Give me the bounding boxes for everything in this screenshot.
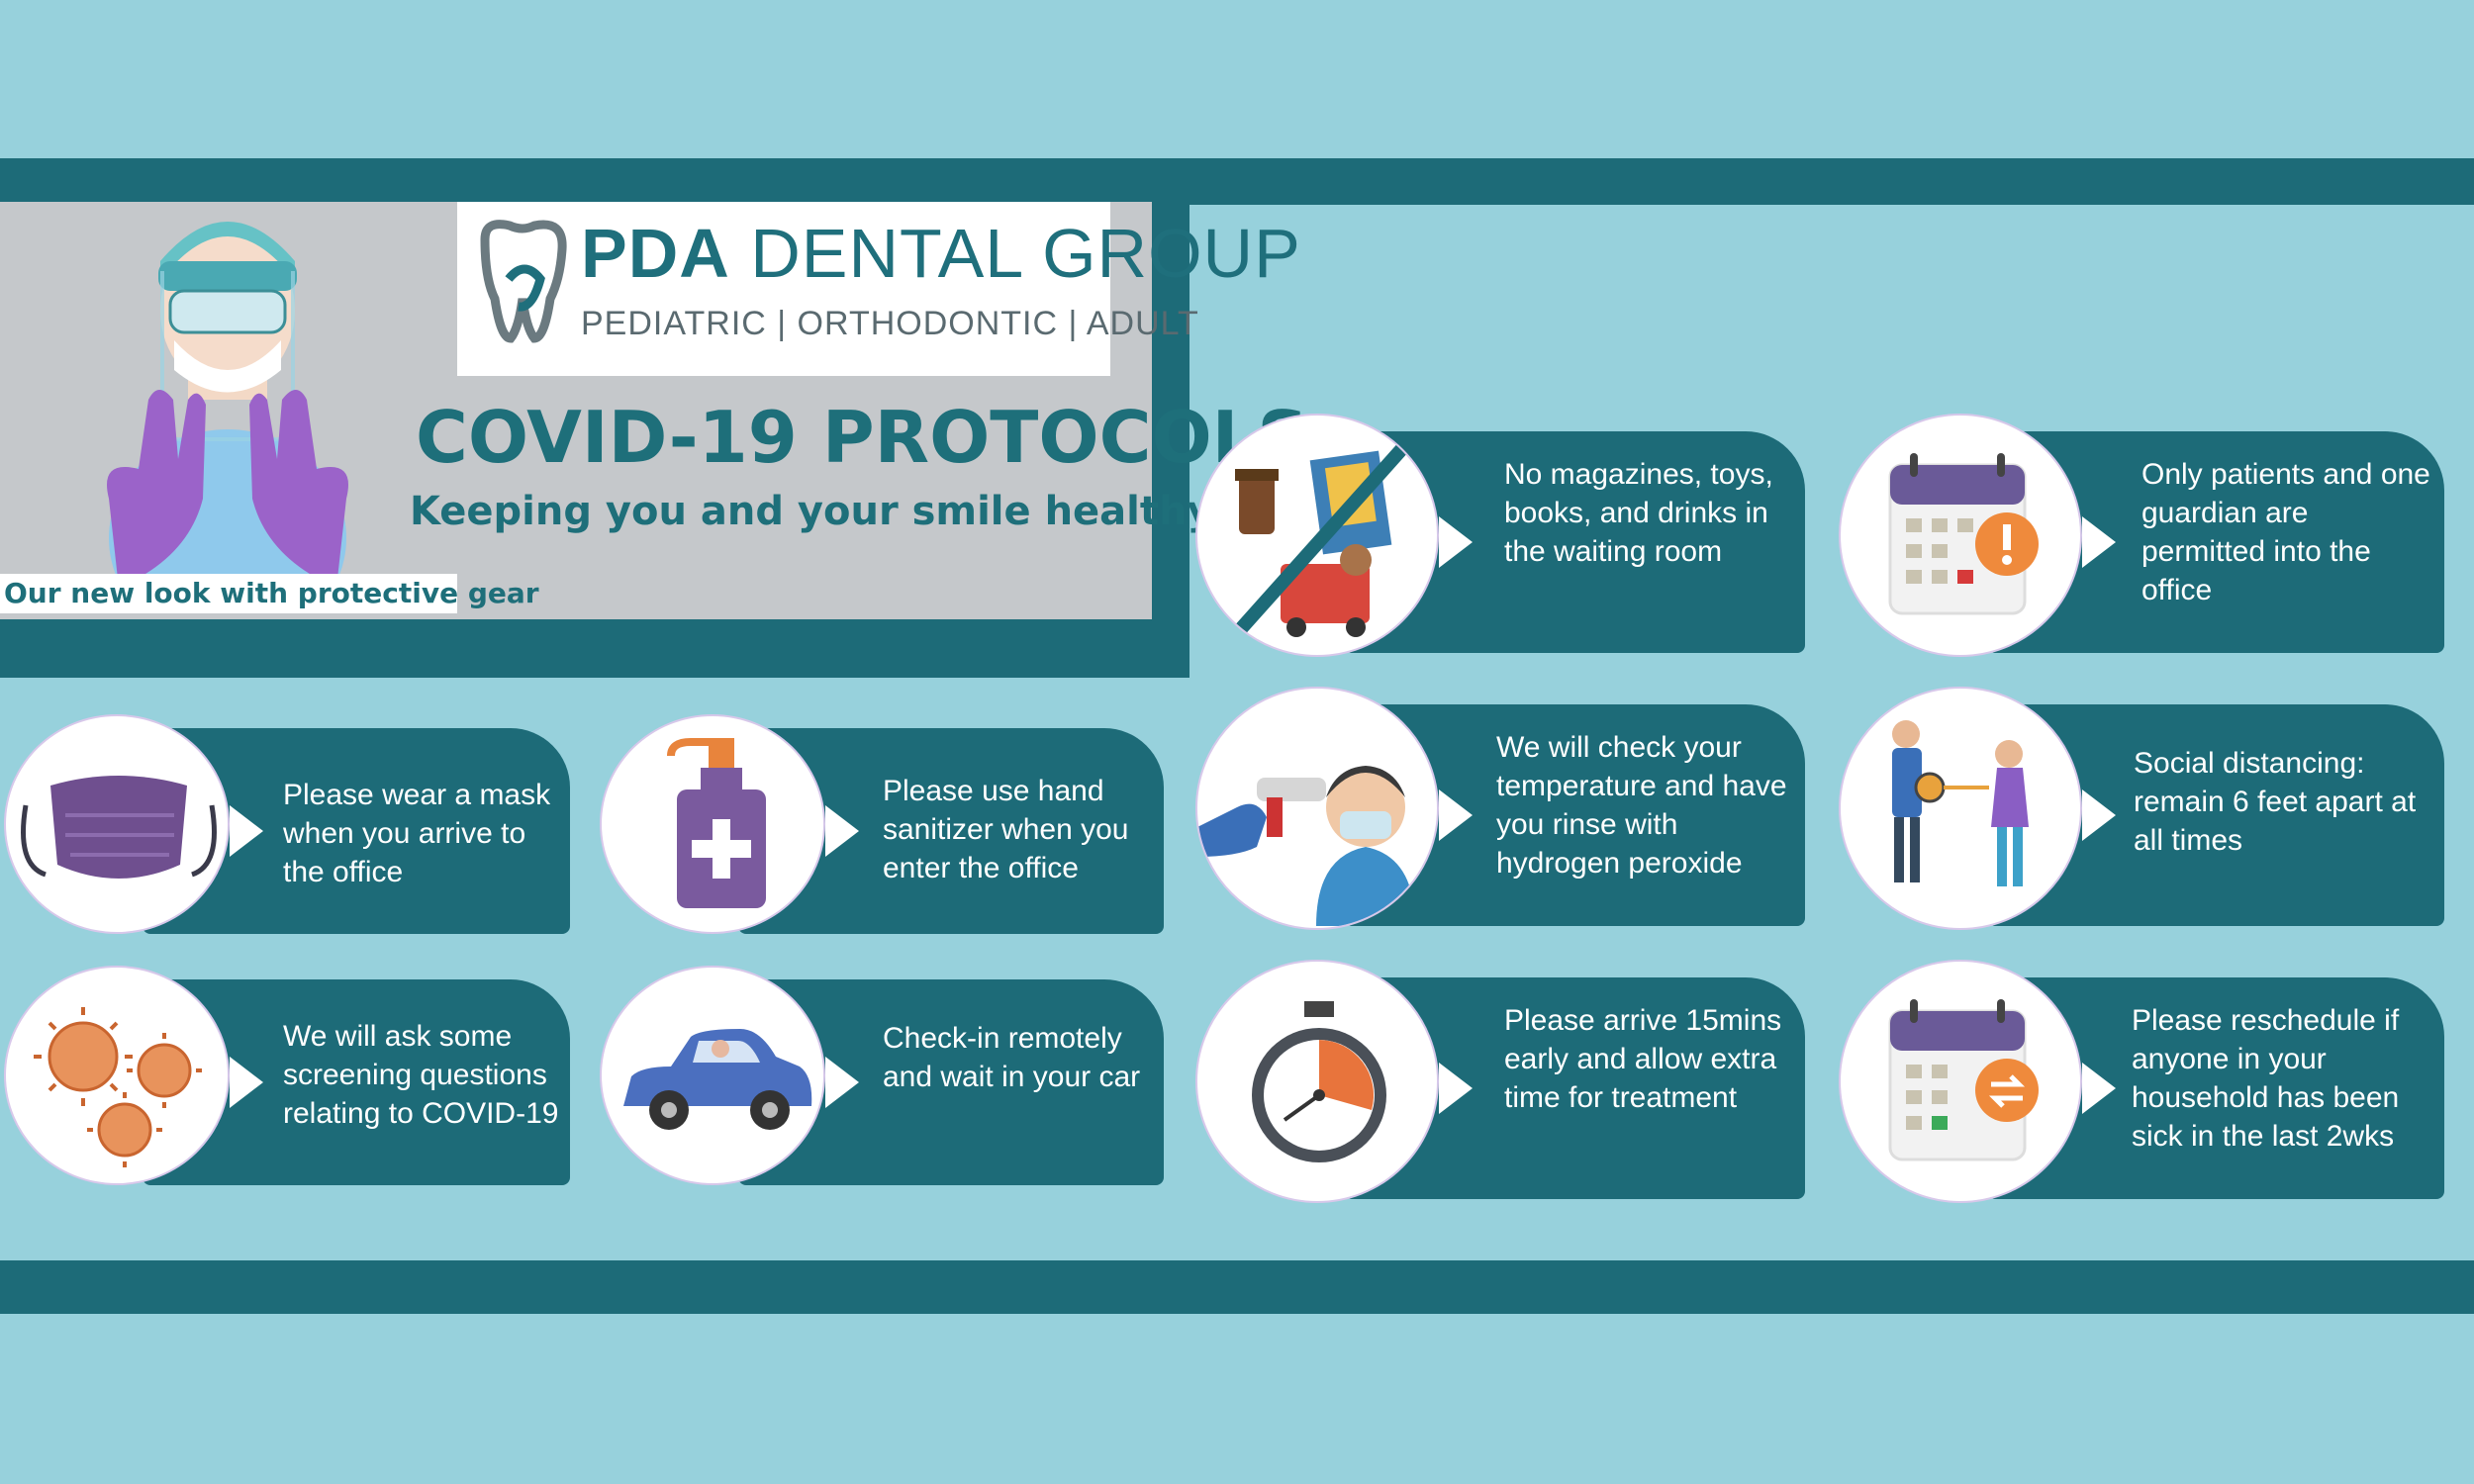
car-icon xyxy=(623,1029,812,1130)
doctor-illustration xyxy=(107,222,348,574)
card-icon-circle xyxy=(4,966,230,1185)
card-icon-circle xyxy=(1839,960,2082,1203)
page-subtitle: Keeping you and your smile healthy xyxy=(410,489,1213,534)
calendar-reschedule-icon xyxy=(1888,999,2039,1161)
card-icon-circle xyxy=(600,966,825,1185)
card-icon-circle xyxy=(1195,414,1439,657)
virus-icon xyxy=(34,1007,202,1167)
social-distancing-icon xyxy=(1892,720,2029,886)
card-icon-circle xyxy=(600,714,825,934)
card-icon-circle xyxy=(1839,687,2082,930)
mask-icon xyxy=(21,776,217,879)
protocol-card-sanitizer: Please use hand sanitizer when you enter… xyxy=(600,710,1164,934)
thermometer-icon xyxy=(1197,766,1415,926)
brand-name: PDA DENTAL GROUP xyxy=(581,215,1301,292)
card-icon-circle xyxy=(1195,687,1439,930)
bottom-band xyxy=(0,1260,2474,1314)
card-text: Social distancing: remain 6 feet apart a… xyxy=(2134,747,2417,857)
card-text: Please reschedule if anyone in your hous… xyxy=(2132,1004,2400,1153)
protocol-card-arrive-early: Please arrive 15mins early and allow ext… xyxy=(1195,960,1805,1203)
top-band xyxy=(0,158,2474,205)
header-box: PDA DENTAL GROUP PEDIATRIC | ORTHODONTIC… xyxy=(0,202,1308,619)
card-icon-circle xyxy=(1195,960,1439,1203)
calendar-alert-icon xyxy=(1888,453,2039,615)
card-icon-circle xyxy=(1839,414,2082,657)
card-text: No magazines, toys, books, and drinks in… xyxy=(1504,458,1773,568)
card-text: Check-in remotely and wait in your car xyxy=(883,1022,1141,1093)
protocol-card-mask: Please wear a mask when you arrive to th… xyxy=(4,710,570,934)
brand-subtitle: PEDIATRIC | ORTHODONTIC | ADULT xyxy=(581,305,1199,342)
protocol-card-screening: We will ask some screening questions rel… xyxy=(4,966,570,1185)
card-text: Please use hand sanitizer when you enter… xyxy=(883,775,1129,884)
card-text: Please wear a mask when you arrive to th… xyxy=(283,779,551,888)
card-text: Please arrive 15mins early and allow ext… xyxy=(1504,1004,1782,1114)
hand-sanitizer-icon xyxy=(667,738,766,908)
card-icon-circle xyxy=(4,714,230,934)
protocol-card-distancing: Social distancing: remain 6 feet apart a… xyxy=(1839,687,2444,930)
page-title: COVID-19 PROTOCOLS xyxy=(416,396,1309,479)
stopwatch-icon xyxy=(1252,1001,1386,1162)
logo-box: PDA DENTAL GROUP PEDIATRIC | ORTHODONTIC… xyxy=(457,202,1300,376)
protocol-card-reschedule: Please reschedule if anyone in your hous… xyxy=(1839,960,2444,1203)
no-magazines-icon xyxy=(1231,440,1411,638)
photo-caption: Our new look with protective gear xyxy=(0,574,539,613)
card-text: Only patients and one guardian are permi… xyxy=(2141,458,2430,606)
card-text: We will check your temperature and have … xyxy=(1496,731,1787,880)
protocol-card-waiting-room: No magazines, toys, books, and drinks in… xyxy=(1195,414,1805,657)
protocol-card-guardian: Only patients and one guardian are permi… xyxy=(1839,414,2444,657)
protocol-card-temperature: We will check your temperature and have … xyxy=(1195,687,1805,930)
tooth-logo-icon xyxy=(480,220,567,343)
card-text: We will ask some screening questions rel… xyxy=(283,1020,559,1130)
protocol-card-car: Check-in remotely and wait in your car xyxy=(600,966,1164,1185)
